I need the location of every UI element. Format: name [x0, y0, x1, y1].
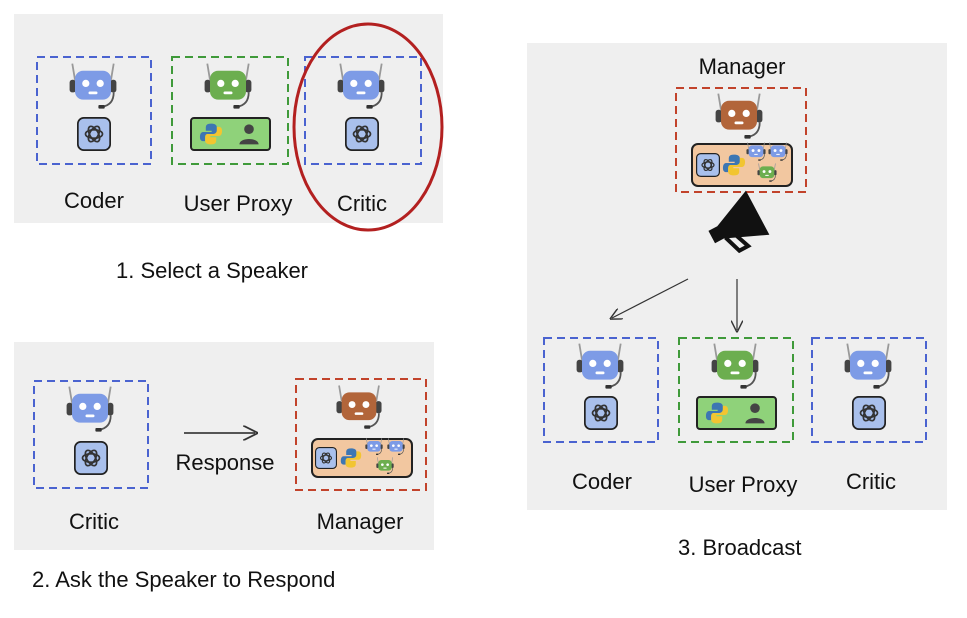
openai-logo-icon	[77, 117, 111, 151]
step3-coder-label: Coder	[572, 469, 632, 494]
blue-robot-icon	[336, 62, 386, 110]
step1-critic-box	[304, 56, 422, 165]
step2-manager-box	[295, 378, 427, 491]
step1-caption: 1. Select a Speaker	[116, 258, 309, 283]
megaphone-icon	[708, 190, 770, 254]
openai-logo-icon	[696, 153, 720, 177]
agent-label-coder: Coder	[64, 188, 124, 213]
blue-robot-icon	[68, 62, 118, 110]
step2-response-label: Response	[175, 450, 275, 475]
step3-userproxy-label: User Proxy	[688, 472, 798, 497]
openai-logo-icon	[74, 441, 108, 475]
step2-critic-label: Critic	[68, 509, 120, 534]
step3-coder-box	[543, 337, 659, 443]
agent-label-user-proxy: User Proxy	[183, 191, 293, 216]
step3-manager-box	[675, 87, 807, 193]
step3-userproxy-box	[678, 337, 794, 443]
step3-manager-label: Manager	[698, 54, 786, 79]
openai-logo-icon	[584, 396, 618, 430]
step3-caption: 3. Broadcast	[678, 535, 802, 560]
green-robot-icon	[710, 342, 760, 390]
openai-logo-icon	[315, 447, 337, 469]
broadcast-arrow-coder	[612, 278, 689, 318]
step3-critic-label: Critic	[845, 469, 897, 494]
green-robot-icon	[203, 62, 253, 110]
selected-speaker-highlight	[292, 22, 444, 232]
brown-robot-icon	[714, 92, 764, 140]
blue-robot-icon	[843, 342, 893, 390]
step2-critic-box	[33, 380, 149, 489]
openai-logo-icon	[852, 396, 886, 430]
step1-coder-box	[36, 56, 152, 165]
blue-robot-icon	[65, 385, 115, 433]
step2-manager-label: Manager	[316, 509, 404, 534]
blue-robot-icon	[575, 342, 625, 390]
step3-critic-box	[811, 337, 927, 443]
brown-robot-icon	[335, 384, 383, 430]
step2-caption: 2. Ask the Speaker to Respond	[32, 567, 336, 592]
agent-label-critic: Critic	[336, 191, 388, 216]
openai-logo-icon	[345, 117, 379, 151]
step1-userproxy-box	[171, 56, 289, 165]
